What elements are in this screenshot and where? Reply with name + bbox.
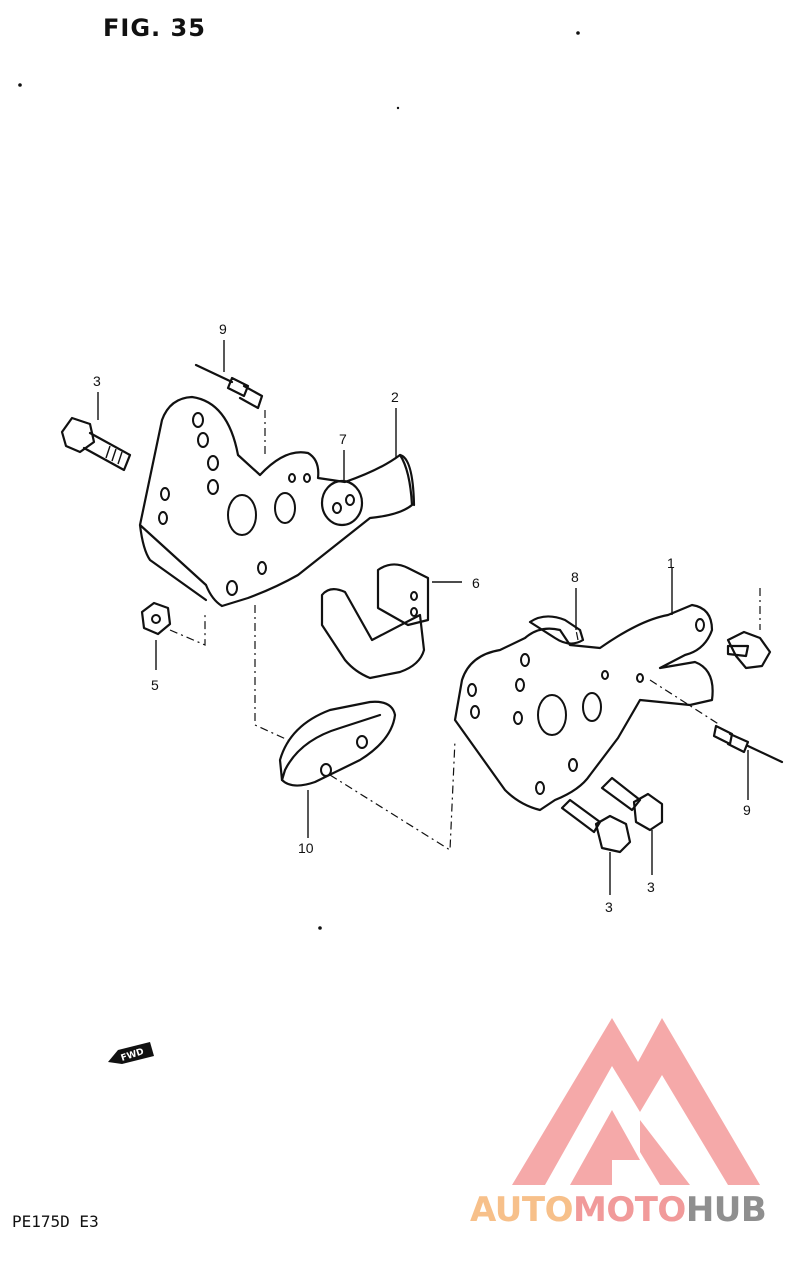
rivet-9-right <box>712 724 784 764</box>
callout-labels: 3 9 2 7 6 8 1 5 9 10 3 3 <box>93 321 751 915</box>
callout-3c: 3 <box>647 879 655 895</box>
bolt-3-lower-b <box>600 776 664 832</box>
callout-2: 2 <box>391 389 399 405</box>
bolt-3-right-upper <box>726 630 772 670</box>
figure-title: FIG. 35 <box>103 14 206 42</box>
watermark-hub: HUB <box>685 1190 767 1230</box>
callout-10: 10 <box>298 840 314 856</box>
callout-6: 6 <box>472 575 480 591</box>
callout-9a: 9 <box>219 321 227 337</box>
callout-5: 5 <box>151 677 159 693</box>
callout-8: 8 <box>571 569 579 585</box>
right-bracket-plate <box>453 603 714 812</box>
guide-pad-10 <box>278 700 397 787</box>
forward-direction-arrow: FWD <box>108 1042 154 1064</box>
spacer-block-6 <box>320 563 430 680</box>
grommet-7 <box>320 479 364 527</box>
callout-3a: 3 <box>93 373 101 389</box>
callout-3b: 3 <box>605 899 613 915</box>
callout-leaders <box>97 340 749 895</box>
assembly-guide-lines <box>169 410 761 852</box>
left-bracket-plate <box>138 395 416 608</box>
rivet-9-upper <box>194 363 264 410</box>
callout-9b: 9 <box>743 802 751 818</box>
nut-5 <box>140 601 172 636</box>
callout-1: 1 <box>667 555 675 571</box>
watermark-auto: AUTO <box>470 1190 573 1230</box>
callout-7: 7 <box>339 431 347 447</box>
scan-specks <box>18 31 580 930</box>
bolt-3-upper-left <box>60 416 132 472</box>
watermark-wordmark: AUTOMOTOHUB <box>470 1190 767 1230</box>
watermark-moto: MOTO <box>572 1190 686 1230</box>
watermark-logo <box>512 1018 760 1185</box>
bolt-3-lower-a <box>560 798 632 854</box>
model-code: PE175D E3 <box>12 1212 99 1231</box>
